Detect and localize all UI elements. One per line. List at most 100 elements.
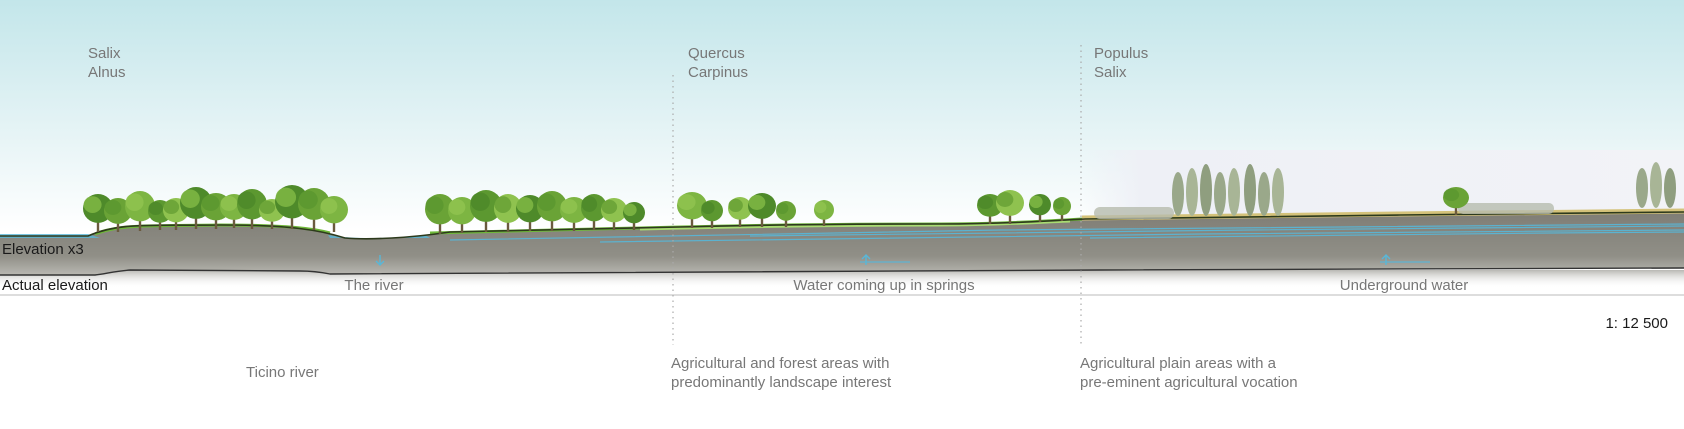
tree-crown-highlight	[1443, 188, 1460, 201]
tree-crown-highlight	[298, 190, 318, 209]
tree-crown-highlight	[201, 195, 220, 211]
tree-trunk	[988, 213, 992, 224]
species-label-3-line1: Populus	[1094, 45, 1149, 62]
tree-trunk	[158, 219, 162, 230]
zone-label-3-line2: pre-eminent agricultural vocation	[1080, 374, 1298, 391]
terrain-outline	[0, 211, 1684, 240]
tree-trunk	[332, 219, 336, 232]
tree-crown-highlight	[814, 201, 827, 213]
zone-label-2-line2: predominantly landscape interest	[671, 374, 892, 391]
tree-crown-highlight	[275, 187, 297, 208]
tree-crown-highlight	[1029, 195, 1043, 208]
species-label-2: Quercus Carpinus	[688, 44, 748, 82]
tree-crown-highlight	[1053, 198, 1065, 209]
tree-trunk	[1008, 212, 1012, 224]
poplar-tree	[1664, 168, 1676, 208]
tree-crown-highlight	[148, 201, 163, 215]
tree-crown-highlight	[537, 193, 556, 211]
tree-trunk	[214, 216, 218, 229]
tree-crown-highlight	[728, 198, 743, 212]
tree-crown-highlight	[996, 192, 1014, 208]
poplar-tree	[1244, 164, 1256, 216]
tree-crown-highlight	[776, 202, 789, 214]
tree-crown-highlight	[180, 189, 200, 208]
tree-crown-highlight	[425, 196, 444, 214]
tree-trunk	[1454, 205, 1458, 215]
tree-trunk	[116, 220, 120, 232]
tree-trunk	[528, 218, 532, 231]
poplar-tree	[1636, 168, 1648, 208]
tree-crown-highlight	[494, 196, 512, 213]
springs-label: Water coming up in springs	[793, 277, 975, 294]
tree-trunk	[822, 216, 826, 226]
tree-crown-highlight	[220, 196, 238, 212]
tree-trunk	[690, 215, 694, 228]
tree-crown-highlight	[560, 199, 578, 215]
tree-trunk	[572, 219, 576, 231]
tree-trunk	[784, 217, 788, 227]
zone-label-3: Agricultural plain areas with a pre-emin…	[1080, 354, 1298, 392]
poplar-tree	[1650, 162, 1662, 208]
species-label-2-line1: Quercus	[688, 45, 745, 62]
vegetation	[83, 162, 1676, 234]
tree-trunk	[1060, 212, 1064, 221]
tree-trunk	[438, 220, 442, 234]
species-label-2-line2: Carpinus	[688, 64, 749, 81]
ground-shadow	[0, 270, 1684, 288]
tree-crown-highlight	[581, 196, 598, 212]
poplar-tree	[1258, 172, 1270, 216]
tree-trunk	[1038, 212, 1042, 222]
tree-crown-highlight	[601, 199, 618, 215]
tree-crown-highlight	[448, 199, 466, 215]
tree-trunk	[174, 218, 178, 230]
poplar-tree	[1228, 168, 1240, 216]
tree-trunk	[612, 218, 616, 230]
tree-trunk	[484, 217, 488, 232]
actual-elevation-line	[0, 267, 1684, 276]
water-arrows	[375, 254, 1391, 266]
poplar-tree	[1200, 164, 1212, 216]
zone-label-3-line1: Agricultural plain areas with a	[1080, 355, 1276, 372]
tree-trunk	[760, 215, 764, 227]
tree-crown-highlight	[237, 191, 256, 209]
species-label-1-line1: Salix	[88, 45, 121, 62]
scale-label: 1: 12 500	[1605, 315, 1668, 332]
poplar-tree	[1172, 172, 1184, 216]
species-label-1-line2: Alnus	[88, 64, 126, 81]
poplar-tree	[1272, 168, 1284, 216]
hedgerow	[1458, 203, 1554, 214]
tree-trunk	[194, 214, 198, 229]
species-label-1: Salix Alnus	[88, 44, 126, 82]
tree-trunk	[592, 217, 596, 230]
tree-trunk	[232, 216, 236, 228]
species-label-3-line2: Salix	[1094, 64, 1127, 81]
tree-crown-highlight	[470, 192, 490, 211]
tree-crown-highlight	[677, 194, 696, 210]
tree-crown-highlight	[125, 193, 144, 211]
tree-crown-highlight	[623, 203, 637, 216]
tree-crown-highlight	[83, 196, 102, 213]
field-strip	[1081, 208, 1684, 221]
zone-label-1: Ticino river	[246, 363, 319, 382]
zone-label-2-line1: Agricultural and forest areas with	[671, 355, 890, 372]
tree-crown-highlight	[748, 195, 766, 211]
tree-crown-highlight	[320, 198, 338, 214]
zone-label-2: Agricultural and forest areas with predo…	[671, 354, 891, 392]
poplar-tree	[1186, 168, 1198, 216]
species-label-3: Populus Salix	[1094, 44, 1148, 82]
tree-trunk	[550, 217, 554, 231]
tree-trunk	[506, 218, 510, 232]
tree-trunk	[312, 215, 316, 230]
tree-crown-highlight	[163, 199, 180, 215]
tree-trunk	[710, 218, 714, 228]
tree-crown-highlight	[104, 200, 122, 216]
tree-trunk	[250, 215, 254, 229]
actual-elevation-label: Actual elevation	[2, 277, 108, 294]
tree-trunk	[290, 213, 294, 229]
tree-trunk	[270, 218, 274, 229]
tree-trunk	[632, 220, 636, 230]
hedgerow	[1094, 207, 1174, 219]
tree-trunk	[96, 218, 100, 232]
